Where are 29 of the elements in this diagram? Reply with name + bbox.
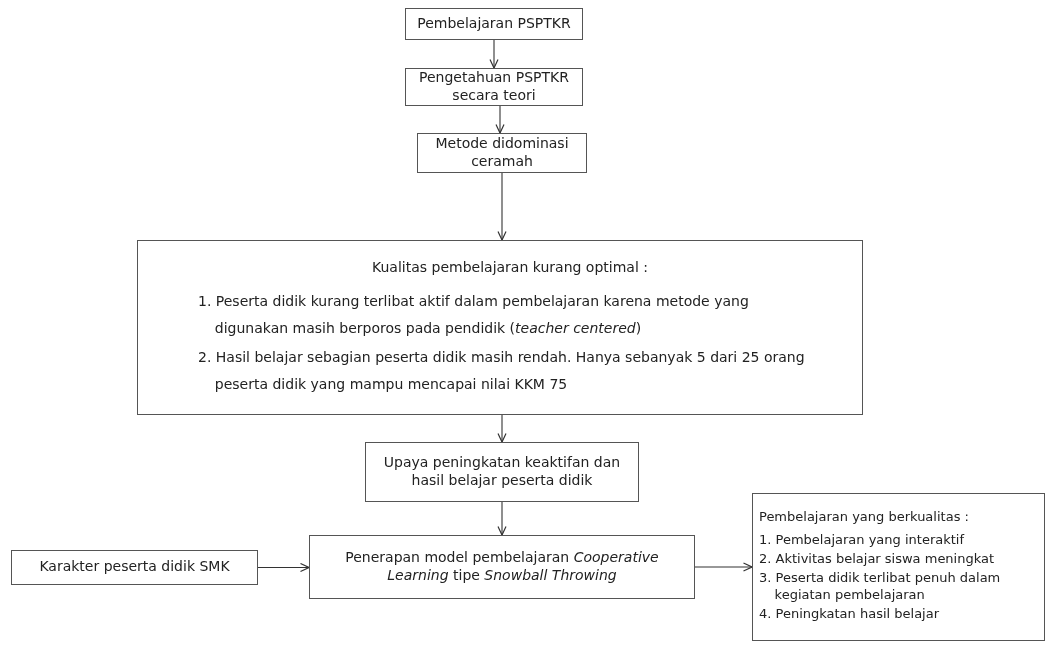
box-text: Upaya peningkatan keaktifan dan hasil belajar peserta didik <box>382 452 622 490</box>
list-item: 2. Aktivitas belajar siswa meningkat <box>759 551 996 568</box>
arrow <box>694 562 753 572</box>
list-item: 1. Peserta didik kurang terlibat aktif dalam pembelajaran karena metode yang digunakan masih berporos pada pendidik (teacher centered) <box>198 291 750 338</box>
arrow <box>489 39 499 69</box>
box-heading: Kualitas pembelajaran kurang optimal : <box>371 258 649 278</box>
box-text: Penerapan model pembelajaran Cooperative Learning tipe Snowball Throwing <box>344 547 660 585</box>
arrow <box>257 562 310 573</box>
process-box <box>309 535 695 599</box>
box-text: Pembelajaran PSPTKR <box>416 13 572 33</box>
arrow <box>495 105 505 134</box>
list-item: 1. Pembelajaran yang interaktif <box>759 532 966 550</box>
process-box <box>405 68 583 106</box>
process-box <box>405 8 583 40</box>
list-item: 3. Peserta didik terlibat penuh dalam kegiatan pembelajaran <box>759 570 1002 604</box>
process-box <box>752 493 1045 641</box>
box-text: Metode didominasi ceramah <box>434 133 570 171</box>
box-text: Karakter peserta didik SMK <box>38 557 231 576</box>
process-box <box>11 550 258 585</box>
box-heading: Pembelajaran yang berkualitas : <box>759 509 970 527</box>
arrow <box>497 172 507 241</box>
process-box <box>365 442 639 502</box>
list-item: 2. Hasil belajar sebagian peserta didik masih rendah. Hanya sebanyak 5 dari 25 orang peserta didik yang mampu mencapai nilai KKM 75 <box>198 348 806 395</box>
process-box <box>417 133 587 173</box>
list-item: 4. Peningkatan hasil belajar <box>759 605 941 623</box>
box-text: Pengetahuan PSPTKR secara teori <box>418 67 570 105</box>
arrow <box>497 414 507 443</box>
process-box <box>137 240 863 415</box>
arrow <box>497 501 507 536</box>
